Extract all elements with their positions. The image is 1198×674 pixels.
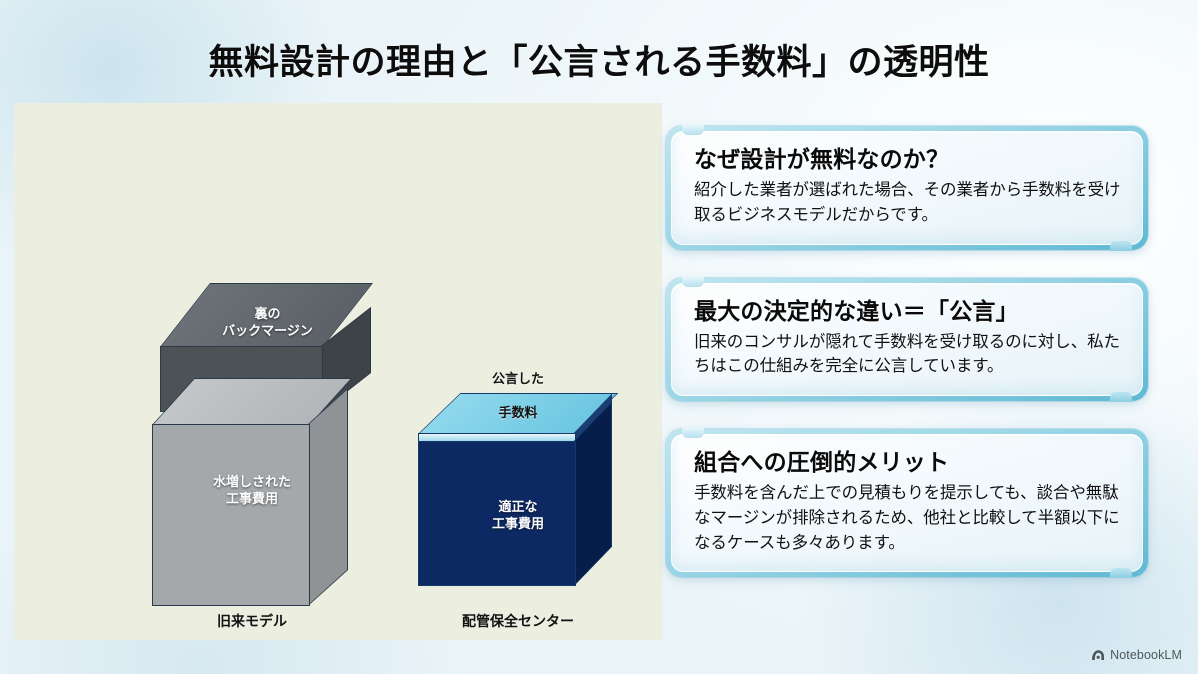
old-model-base-block: 水増しされた 工事費用	[152, 378, 353, 608]
notebooklm-watermark: NotebookLM	[1091, 648, 1182, 662]
notebooklm-icon	[1091, 649, 1105, 661]
info-card-title: なぜ設計が無料なのか？	[694, 146, 950, 172]
info-card-body: 紹介した業者が選ばれた場合、その業者から手数料を受け取るビジネスモデルだからです…	[694, 181, 1121, 224]
info-card-list: なぜ設計が無料なのか？ 紹介した業者が選ばれた場合、その業者から手数料を受け取る…	[666, 125, 1148, 605]
base-block-front-face	[152, 424, 310, 606]
info-card-inner: 組合への圧倒的メリット 手数料を含んだ上での見積もりを提示しても、談合や無駄なマ…	[671, 434, 1143, 573]
info-card-inner: 最大の決定的な違い＝「公言」 旧来のコンサルが隠れて手数料を受け取るのに対し、私…	[671, 282, 1143, 397]
info-card[interactable]: 最大の決定的な違い＝「公言」 旧来のコンサルが隠れて手数料を受け取るのに対し、私…	[666, 276, 1148, 402]
new-model-slab-label-above: 公言した	[491, 371, 544, 386]
info-card-title: 組合への圧倒的メリット	[694, 449, 950, 476]
info-card-inner: なぜ設計が無料なのか？ 紹介した業者が選ばれた場合、その業者から手数料を受け取る…	[671, 131, 1143, 245]
info-card-title: 最大の決定的な違い＝「公言」	[694, 297, 1019, 324]
new-model-caption: 配管保全センター	[462, 613, 574, 629]
base-block-side-face	[308, 387, 348, 606]
old-model-caption: 旧来モデル	[217, 613, 287, 629]
info-card[interactable]: なぜ設計が無料なのか？ 紹介した業者が選ばれた場合、その業者から手数料を受け取る…	[666, 125, 1148, 251]
new-model-base-block: 手数料 適正な 工事費用	[418, 393, 619, 589]
info-card-body: 旧来のコンサルが隠れて手数料を受け取るのに対し、私たちはこの仕組みを完全に公言し…	[694, 332, 1120, 376]
page-title: 無料設計の理由と「公言される手数料」の透明性	[208, 43, 990, 82]
new-base-front-face	[418, 441, 576, 586]
info-card[interactable]: 組合への圧倒的メリット 手数料を含んだ上での見積もりを提示しても、談合や無駄なマ…	[666, 428, 1148, 579]
info-card-body: 手数料を含んだ上での見積もりを提示しても、談合や無駄なマージンが排除されるため、…	[694, 484, 1120, 552]
notebooklm-label: NotebookLM	[1110, 648, 1182, 662]
diagram-panel: 裏の バックマージン 水増しされた 工事費用 旧来モデル 公言した 手数料 適正…	[14, 103, 662, 640]
